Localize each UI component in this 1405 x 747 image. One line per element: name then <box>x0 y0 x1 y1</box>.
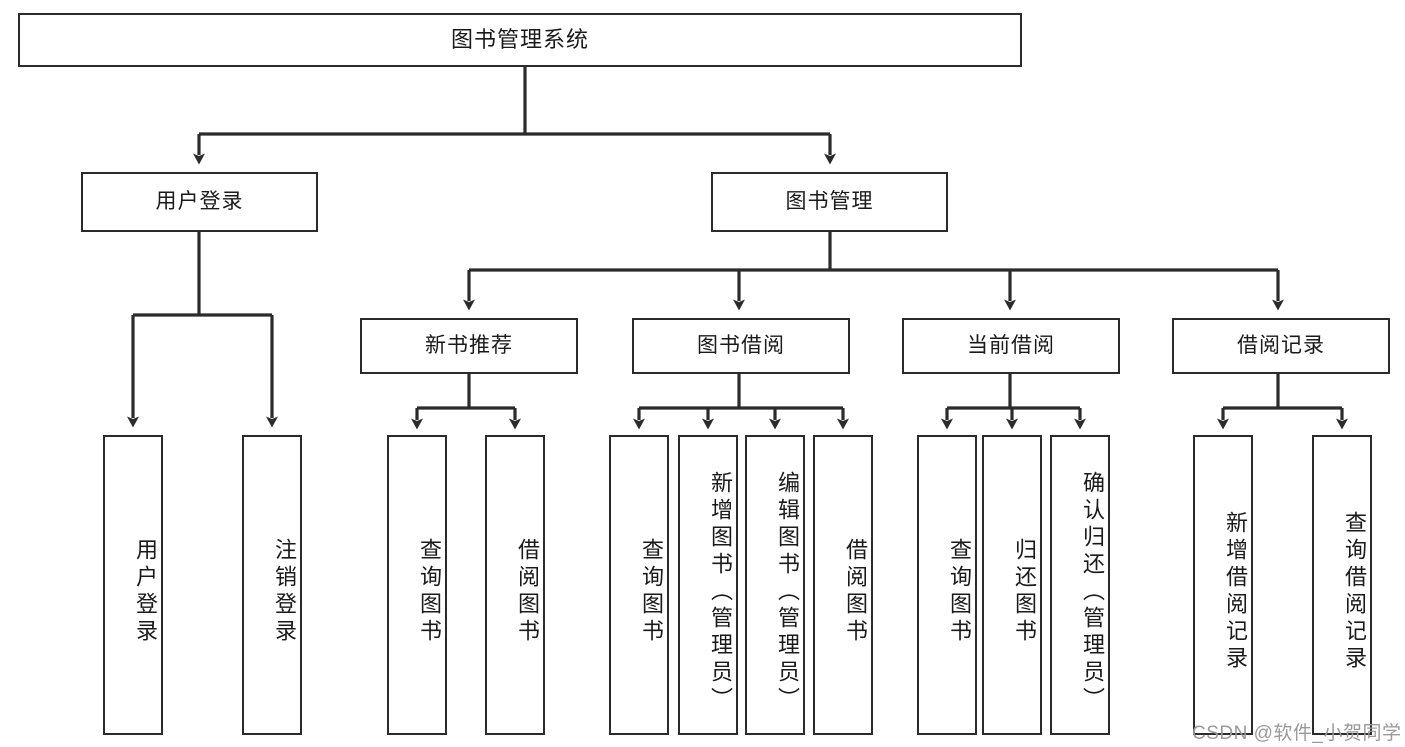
node-leaf-confirm-return-admin[interactable]: 确认归还（管理员） <box>1050 435 1110 735</box>
node-borrow-record[interactable]: 借阅记录 <box>1172 318 1390 374</box>
node-leaf-query-book-2[interactable]: 查询图书 <box>609 435 669 735</box>
node-label: 查询图书 <box>417 538 442 646</box>
node-leaf-user-logout[interactable]: 注销登录 <box>242 435 302 735</box>
node-label: 注销登录 <box>272 538 297 646</box>
node-label: 新增图书（管理员） <box>708 470 733 714</box>
node-current-borrow[interactable]: 当前借阅 <box>902 318 1120 374</box>
node-leaf-user-login[interactable]: 用户登录 <box>103 435 163 735</box>
node-label: 用户登录 <box>133 538 158 646</box>
node-leaf-return-book[interactable]: 归还图书 <box>982 435 1042 735</box>
node-leaf-add-book-admin[interactable]: 新增图书（管理员） <box>678 435 738 735</box>
node-label: 借阅图书 <box>843 538 868 646</box>
node-leaf-query-borrow-record[interactable]: 查询借阅记录 <box>1312 435 1372 735</box>
node-label: 新增借阅记录 <box>1223 511 1248 673</box>
node-leaf-add-borrow-record[interactable]: 新增借阅记录 <box>1193 435 1253 735</box>
node-label: 查询借阅记录 <box>1342 511 1367 673</box>
node-leaf-edit-book-admin[interactable]: 编辑图书（管理员） <box>745 435 805 735</box>
node-label: 归还图书 <box>1012 538 1037 646</box>
node-label: 借阅图书 <box>515 538 540 646</box>
node-label: 编辑图书（管理员） <box>775 470 800 714</box>
node-new-book-recommend[interactable]: 新书推荐 <box>360 318 578 374</box>
node-label: 确认归还（管理员） <box>1080 470 1105 714</box>
node-book-manage[interactable]: 图书管理 <box>711 172 948 232</box>
node-user-login[interactable]: 用户登录 <box>81 172 318 232</box>
node-leaf-query-book-1[interactable]: 查询图书 <box>387 435 447 735</box>
csdn-watermark: CSDN @软件_小贺同学 <box>1192 723 1402 744</box>
node-leaf-borrow-book-1[interactable]: 借阅图书 <box>485 435 545 735</box>
node-leaf-query-book-3[interactable]: 查询图书 <box>917 435 977 735</box>
node-label: 查询图书 <box>947 538 972 646</box>
node-book-borrow[interactable]: 图书借阅 <box>632 318 850 374</box>
node-book-management-system[interactable]: 图书管理系统 <box>18 13 1022 67</box>
node-label: 查询图书 <box>639 538 664 646</box>
node-leaf-borrow-book-2[interactable]: 借阅图书 <box>813 435 873 735</box>
